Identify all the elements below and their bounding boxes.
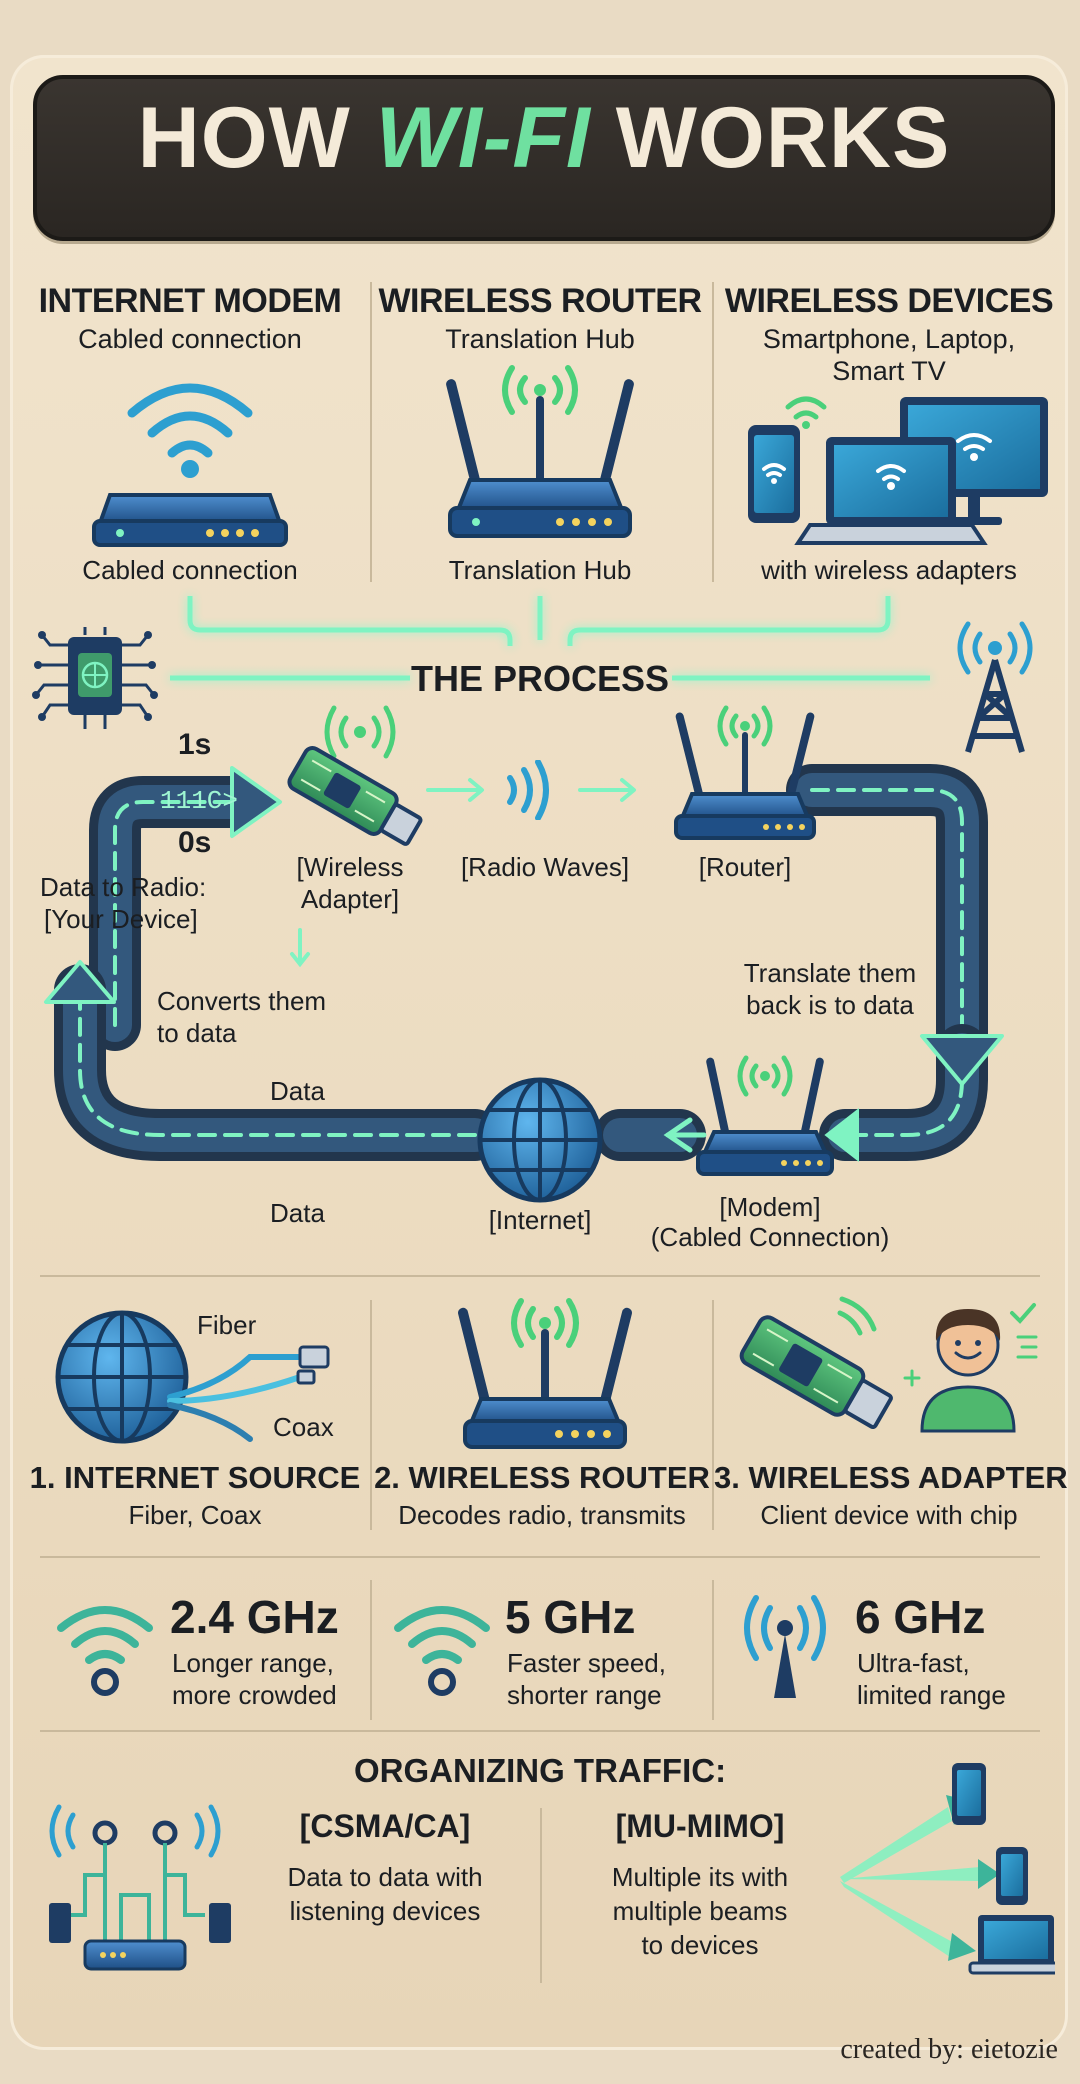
internet-source-icon	[55, 1310, 330, 1444]
band-5-line1: Faster speed,	[507, 1648, 666, 1678]
tower-icon	[957, 621, 1033, 753]
heading-internet-modem: INTERNET MODEM	[38, 282, 342, 320]
label-data-top: Data	[270, 1076, 325, 1106]
label-modem-2: (Cabled Connection)	[650, 1222, 890, 1252]
heading-wireless-devices: WIRELESS DEVICES	[724, 282, 1054, 320]
label-data-bottom: Data	[270, 1198, 325, 1228]
label-modem-1: [Modem]	[719, 1192, 821, 1222]
wireless-router-icon	[458, 1298, 632, 1449]
devices-icon	[748, 396, 1048, 545]
mumimo-line3: to devices	[641, 1930, 759, 1960]
caption-router: Translation Hub	[448, 555, 632, 585]
label-fiber: Fiber	[197, 1310, 257, 1340]
csma-devices-icon	[49, 1804, 231, 1971]
subtitle-adapter-component: Client device with chip	[760, 1500, 1018, 1530]
label-zeros: 0s	[178, 826, 212, 859]
wifi-2-4ghz-icon	[57, 1606, 153, 1696]
subtitle-wireless-devices-2: Smart TV	[832, 356, 946, 386]
process-title: THE PROCESS	[410, 658, 670, 699]
label-translate-1: Translate them	[743, 958, 917, 988]
column-divider	[370, 1300, 372, 1530]
band-2-4-line2: more crowded	[172, 1680, 337, 1710]
radio-waves-icon	[426, 760, 636, 820]
usb-adapter-icon	[287, 705, 423, 846]
band-6-freq: 6 GHz	[855, 1591, 986, 1643]
subtitle-internet-modem: Cabled connection	[78, 324, 302, 354]
heading-internet-source: 1. INTERNET SOURCE	[29, 1460, 361, 1495]
column-divider	[712, 282, 714, 582]
caption-modem: Cabled connection	[82, 555, 298, 585]
heading-wireless-router: WIRELESS ROUTER	[378, 282, 702, 320]
mumimo-heading: [MU-MIMO]	[615, 1808, 785, 1844]
heading-adapter-component: 3. WIRELESS ADAPTER	[714, 1460, 1068, 1495]
section-divider	[40, 1556, 1040, 1558]
wireless-adapter-icon	[739, 1296, 1038, 1433]
page-title: HOW WI-FI WORKS	[137, 90, 951, 186]
label-data-to-radio-1: Data to Radio:	[40, 872, 207, 902]
modem-icon	[92, 383, 288, 547]
heading-router-component: 2. WIRELESS ROUTER	[374, 1460, 710, 1495]
label-translate-2: back is to data	[746, 990, 914, 1020]
section-divider	[40, 1730, 1040, 1732]
column-divider	[712, 1580, 714, 1720]
traffic-title: ORGANIZING TRAFFIC:	[353, 1752, 727, 1789]
column-divider	[370, 282, 372, 582]
label-internet: [Internet]	[488, 1205, 592, 1235]
chip-icon	[32, 627, 158, 729]
label-coax: Coax	[273, 1412, 334, 1442]
label-bits: 111C>	[160, 786, 239, 816]
mumimo-beams-icon	[840, 1763, 1055, 1975]
label-ones: 1s	[178, 728, 212, 761]
label-converts-2: to data	[157, 1018, 237, 1048]
label-converts-1: Converts them	[157, 986, 327, 1016]
caption-devices: with wireless adapters	[761, 555, 1017, 585]
subtitle-wireless-devices-1: Smartphone, Laptop,	[762, 324, 1016, 354]
csma-line1: Data to data with	[287, 1862, 483, 1892]
column-divider	[540, 1808, 542, 1983]
mumimo-line2: multiple beams	[612, 1896, 788, 1926]
wifi-5ghz-icon	[394, 1606, 490, 1696]
subtitle-wireless-router: Translation Hub	[445, 324, 635, 354]
section-divider	[40, 1275, 1040, 1277]
internet-globe-icon	[477, 1077, 603, 1203]
label-wireless-adapter-2: Adapter]	[300, 884, 400, 914]
title-highlight: WI-FI	[375, 90, 591, 186]
modem-process-icon	[696, 1055, 834, 1176]
band-2-4-freq: 2.4 GHz	[170, 1591, 339, 1643]
router-icon	[446, 365, 634, 538]
band-6-line1: Ultra-fast,	[857, 1648, 970, 1678]
connector-lines	[170, 596, 930, 681]
process-loop	[44, 764, 1004, 1163]
band-2-4-line1: Longer range,	[172, 1648, 334, 1678]
column-divider	[370, 1580, 372, 1720]
column-divider	[712, 1300, 714, 1530]
csma-line2: listening devices	[289, 1896, 481, 1926]
label-wireless-adapter-1: [Wireless	[296, 852, 404, 882]
antenna-6ghz-icon	[744, 1595, 826, 1698]
credit: created by: eietozie	[840, 2034, 1058, 2065]
band-5-freq: 5 GHz	[505, 1591, 636, 1643]
label-radio-waves: [Radio Waves]	[460, 852, 630, 882]
subtitle-internet-source: Fiber, Coax	[128, 1500, 262, 1530]
band-6-line2: limited range	[857, 1680, 1006, 1710]
csma-heading: [CSMA/CA]	[299, 1808, 471, 1844]
mumimo-line1: Multiple its with	[611, 1862, 789, 1892]
label-router: [Router]	[698, 852, 792, 882]
subtitle-router-component: Decodes radio, transmits	[398, 1500, 686, 1530]
label-data-to-radio-2: [Your Device]	[44, 904, 198, 934]
band-5-line2: shorter range	[507, 1680, 662, 1710]
router-process-icon	[674, 705, 816, 840]
title-banner: HOW WI-FI WORKS	[33, 75, 1055, 241]
